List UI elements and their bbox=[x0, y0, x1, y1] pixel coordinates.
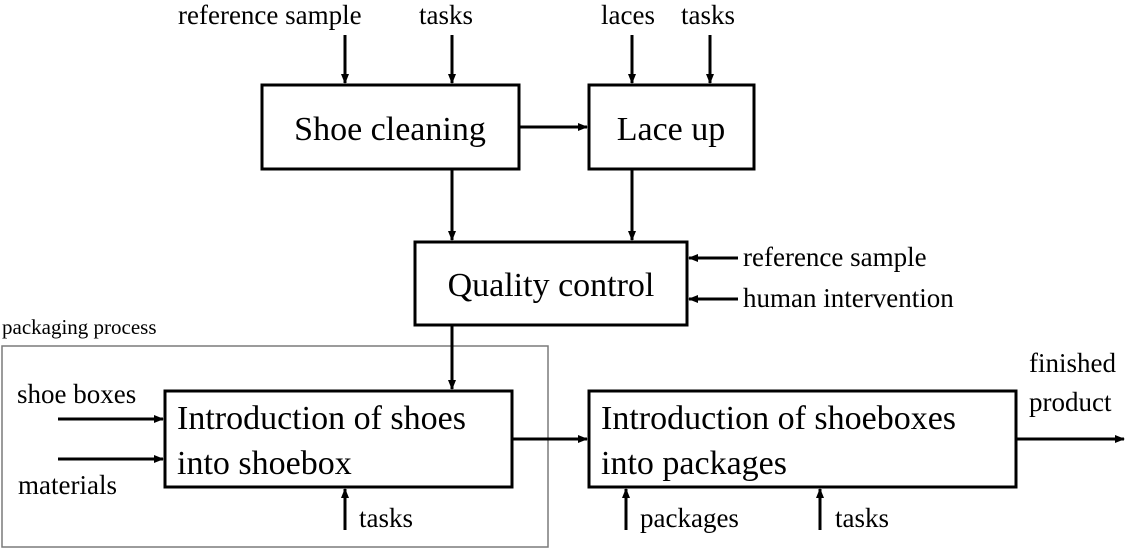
intro-boxes-tasks-label: tasks bbox=[835, 503, 889, 533]
introduction-of-shoes-line2: into shoebox bbox=[177, 445, 352, 482]
qc-reference-sample-label: reference sample bbox=[743, 242, 927, 272]
shoe-boxes-label: shoe boxes bbox=[17, 379, 136, 409]
finished-product-label-line1: finished bbox=[1029, 348, 1116, 378]
packages-label: packages bbox=[640, 503, 739, 533]
introduction-of-shoeboxes-box: Introduction of shoeboxes into packages bbox=[587, 389, 1018, 489]
shoe-cleaning-box: Shoe cleaning bbox=[260, 83, 521, 171]
introduction-of-shoes-box: Introduction of shoes into shoebox bbox=[163, 389, 514, 489]
materials-label: materials bbox=[18, 470, 117, 500]
packaging-process-group bbox=[1, 345, 549, 548]
reference-sample-label: reference sample bbox=[178, 0, 362, 30]
intro-shoes-tasks-label: tasks bbox=[359, 503, 413, 533]
quality-control-label: Quality control bbox=[448, 267, 655, 304]
introduction-of-shoeboxes-line2: into packages bbox=[601, 445, 787, 482]
lace-up-label: Lace up bbox=[617, 111, 726, 148]
laceup-tasks-label: tasks bbox=[681, 0, 735, 30]
shoe-cleaning-label: Shoe cleaning bbox=[294, 111, 486, 148]
qc-human-intervention-label: human intervention bbox=[743, 283, 954, 313]
lace-up-box: Lace up bbox=[587, 83, 756, 171]
laces-label: laces bbox=[601, 0, 655, 30]
quality-control-box: Quality control bbox=[413, 240, 689, 327]
packaging-process-label: packaging process bbox=[2, 315, 157, 339]
introduction-of-shoes-line1: Introduction of shoes bbox=[177, 400, 466, 437]
cleaning-tasks-label: tasks bbox=[419, 0, 473, 30]
introduction-of-shoeboxes-line1: Introduction of shoeboxes bbox=[601, 400, 956, 437]
finished-product-label-line2: product bbox=[1029, 387, 1112, 417]
